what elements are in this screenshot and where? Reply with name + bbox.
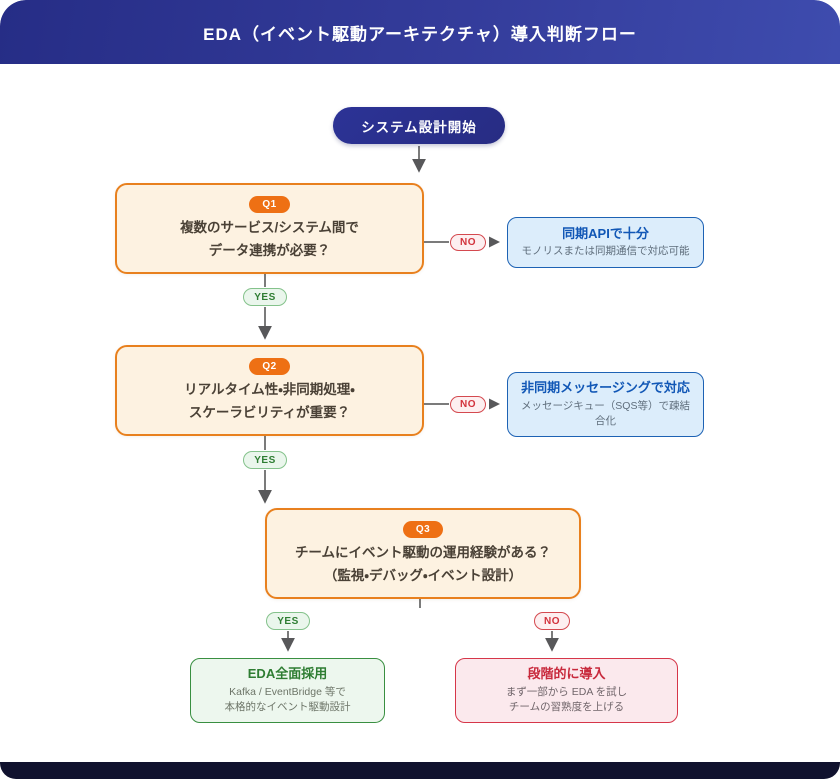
outcome-node-sync-api: 同期APIで十分 モノリスまたは同期通信で対応可能 xyxy=(507,217,704,268)
no-badge-q1: NO xyxy=(450,234,486,251)
sync-api-title: 同期APIで十分 xyxy=(562,225,649,241)
outcome-node-gradual-adoption: 段階的に導入 まず一部から EDA を試し チームの習熟度を上げる xyxy=(455,658,678,723)
arrowhead-no2-icon xyxy=(489,398,500,410)
no-badge-q3: NO xyxy=(534,612,570,630)
q1-badge: Q1 xyxy=(249,195,290,213)
question-node-q1: Q1 複数のサービス/システム間で データ連携が必要？ xyxy=(115,183,424,274)
yes-badge-q3: YES xyxy=(266,612,310,630)
q2-text-line2: スケーラビリティが重要？ xyxy=(188,405,351,420)
q3-text-line2: （監視・デバッグ・イベント設計） xyxy=(323,568,523,583)
gradual-adoption-subtitle-line2: チームの習熟度を上げる xyxy=(508,701,625,714)
q2-badge: Q2 xyxy=(249,357,290,375)
outcome-node-async-messaging: 非同期メッセージングで対応 メッセージキュー（SQS等）で疎結合化 xyxy=(507,372,704,437)
full-adoption-title: EDA全面採用 xyxy=(247,665,328,681)
q3-badge: Q3 xyxy=(402,520,444,538)
full-adoption-subtitle-line2: 本格的なイベント駆動設計 xyxy=(224,701,351,714)
q1-text-line2: データ連携が必要？ xyxy=(208,243,331,258)
async-messaging-subtitle: メッセージキュー（SQS等）で疎結合化 xyxy=(521,399,690,428)
start-node-label: システム設計開始 xyxy=(361,119,477,135)
no-badge-q2: NO xyxy=(450,396,486,413)
gradual-adoption-subtitle: まず一部から EDA を試し チームの習熟度を上げる xyxy=(506,685,627,717)
header-bar: EDA（イベント駆動アーキテクチャ）導入判断フロー xyxy=(0,0,840,64)
q2-text-line1: リアルタイム性・非同期処理・ xyxy=(184,381,355,397)
full-adoption-subtitle: Kafka / EventBridge 等で 本格的なイベント駆動設計 xyxy=(225,685,351,717)
sync-api-subtitle: モノリスまたは同期通信で対応可能 xyxy=(521,245,690,258)
question-node-q3: Q3 チームにイベント駆動の運用経験がある？ （監視・デバッグ・イベント設計） xyxy=(265,508,581,599)
footer-bar xyxy=(0,762,840,779)
page-title: EDA（イベント駆動アーキテクチャ）導入判断フロー xyxy=(203,24,637,44)
gradual-adoption-subtitle-line1: まず一部から EDA を試し xyxy=(505,685,628,698)
start-node: システム設計開始 xyxy=(333,107,505,144)
arrowhead-no1-icon xyxy=(489,236,500,248)
yes-badge-q2: YES xyxy=(243,451,287,469)
gradual-adoption-title: 段階的に導入 xyxy=(527,665,606,681)
question-node-q2: Q2 リアルタイム性・非同期処理・ スケーラビリティが重要？ xyxy=(115,345,424,436)
async-messaging-title: 非同期メッセージングで対応 xyxy=(521,379,690,395)
yes-badge-q1: YES xyxy=(243,288,287,306)
outcome-node-full-adoption: EDA全面採用 Kafka / EventBridge 等で 本格的なイベント駆… xyxy=(190,658,385,723)
q3-text-line1: チームにイベント駆動の運用経験がある？ xyxy=(294,544,552,560)
full-adoption-subtitle-line1: Kafka / EventBridge 等で xyxy=(229,685,346,698)
q1-text-line1: 複数のサービス/システム間で xyxy=(180,219,359,235)
